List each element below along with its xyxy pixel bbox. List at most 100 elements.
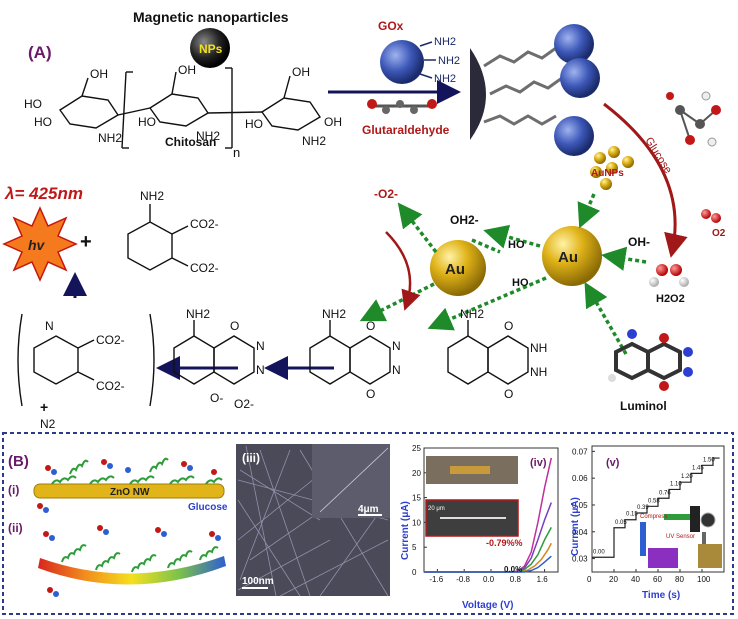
nh2-ring-1: NH2 — [98, 131, 122, 145]
chart-iv-strain-zero: 0.0% — [504, 565, 522, 574]
endoperoxide-o: O — [230, 319, 239, 333]
luminol-molecule-3d — [608, 329, 693, 391]
excited-intermediate — [17, 313, 155, 407]
scale-100nm: 100nm — [242, 576, 274, 587]
n2-label: N2 — [40, 417, 56, 431]
chart-v-step-label: 0.39 — [637, 505, 649, 511]
gox-enzyme — [380, 40, 424, 84]
sub-ii-label: (ii) — [8, 521, 23, 535]
ho-label-2: HO — [512, 277, 529, 289]
aunps-label: AuNPs — [591, 168, 624, 179]
hv-label: hv — [28, 237, 46, 253]
glucose-molecule — [666, 91, 721, 147]
gox-nh2-1: NH2 — [434, 36, 456, 48]
gox-linkers — [419, 41, 436, 79]
zno-label: ZnO NW — [110, 487, 150, 498]
sem-inset — [312, 444, 390, 518]
endoperoxide-o-minus: O- — [210, 391, 223, 405]
chart-iv-ytick-label: 0 — [412, 568, 417, 577]
product-co2-b: CO2- — [190, 261, 219, 275]
oh-top-3: OH — [292, 65, 310, 79]
nps-label: NPs — [199, 42, 223, 56]
intermediate-co2-a: CO2- — [96, 333, 125, 347]
chart-v-xtick-label: 100 — [697, 575, 711, 584]
chart-v-ytick-label: 0.05 — [572, 501, 588, 510]
diazaquinone-n-b: N — [392, 363, 401, 377]
enzyme-helices-ii — [61, 544, 219, 573]
au-sphere-left — [430, 240, 486, 296]
chart-iv-inset-scale: 20 μm — [428, 506, 445, 512]
red-curved-arrow-left — [385, 231, 421, 311]
nh2-ring-3: NH2 — [302, 134, 326, 148]
chart-v-step-label: 0.15 — [626, 512, 638, 518]
chart-v-ytick-label: 0.03 — [572, 555, 588, 564]
chart-v-setup-illustration — [640, 506, 722, 568]
diazaquinone — [309, 320, 391, 385]
h2o2-label: H2O2 — [656, 293, 685, 305]
luminol-nh-b: NH — [530, 365, 547, 379]
panel-a-label: (A) — [28, 43, 52, 62]
oh-minus-label: OH- — [628, 235, 650, 249]
lambda-label: λ= 425nm — [4, 184, 83, 203]
chart-v-xtick-label: 20 — [609, 575, 618, 584]
nh2-ring-2: NH2 — [196, 129, 220, 143]
glucose-dots-i — [37, 459, 217, 513]
endoperoxide — [173, 320, 255, 385]
sub-iii-label: (iii) — [242, 451, 260, 465]
chart-v-step-label: 0.00 — [593, 549, 605, 555]
scale-4um: 4μm — [358, 504, 379, 515]
chart-v-xtick-label: 80 — [675, 575, 684, 584]
glutaraldehyde-label: Glutaraldehyde — [362, 123, 450, 137]
chart-iv-xtick-label: 1.6 — [537, 575, 549, 584]
chart-iv-series-line-5 — [424, 555, 552, 573]
chart-v-xtick-label: 40 — [631, 575, 640, 584]
oh-right: OH — [324, 115, 342, 129]
chart-v-annot-uv: UV Sensor — [666, 534, 695, 540]
endoperoxide-n1: N — [256, 339, 265, 353]
luminol-nh-a: NH — [530, 341, 547, 355]
chart-iv-xtick-label: -0.8 — [456, 575, 470, 584]
luminol-o-bot: O — [504, 387, 513, 401]
enzyme-sphere-2 — [560, 58, 600, 98]
chart-v-xtick-label: 0 — [587, 575, 592, 584]
chitosan-n: n — [233, 145, 240, 160]
oh2-minus-label: OH2- — [450, 213, 479, 227]
glutaraldehyde-molecule — [367, 99, 437, 114]
chart-v-step-label: 0.58 — [648, 498, 660, 504]
endoperoxide-o2: O2- — [234, 397, 254, 411]
chart-iv-ytick-label: 5 — [412, 543, 417, 552]
chart-v-xtick-label: 60 — [653, 575, 662, 584]
luminol-o-top: O — [504, 319, 513, 333]
au-sphere-right — [542, 226, 602, 286]
chart-v-step-label: 1.20 — [681, 474, 693, 480]
oh-top-2: OH — [178, 63, 196, 77]
magnetic-nanoparticles-label: Magnetic nanoparticles — [133, 9, 289, 25]
ho-left-2: HO — [34, 115, 52, 129]
glucose-arrow — [603, 102, 688, 258]
chitosan-structure — [59, 67, 321, 149]
chart-iv-ylabel: Current (μA) — [400, 501, 411, 560]
chart-iv-ytick-label: 10 — [412, 518, 421, 527]
intermediate-co2-b: CO2- — [96, 379, 125, 393]
chart-iv-xlabel: Voltage (V) — [462, 600, 513, 611]
aunps-cluster — [590, 146, 634, 190]
chart-iv-xtick-label: -1.6 — [429, 575, 443, 584]
chart-v-step-label: 0.05 — [615, 520, 627, 526]
chart-iv-photo-device — [450, 466, 490, 474]
endoperoxide-nh2: NH2 — [186, 307, 210, 321]
chart-v-step-line — [592, 457, 720, 558]
luminol-label: Luminol — [620, 399, 667, 413]
o2-molecule-a — [701, 209, 711, 219]
panel-b-frame — [2, 432, 734, 615]
diazaquinone-o-top: O — [366, 319, 375, 333]
chart-v-step-label: 1.45 — [692, 465, 704, 471]
glucose-dots-ii — [43, 525, 221, 597]
chart-v-ytick-label: 0.04 — [572, 528, 588, 537]
ho-label-1: HO — [508, 239, 525, 251]
zno-nanowire — [33, 483, 225, 499]
chart-v-step-label: 1.10 — [670, 481, 682, 487]
enzyme-helices-i — [51, 457, 223, 485]
